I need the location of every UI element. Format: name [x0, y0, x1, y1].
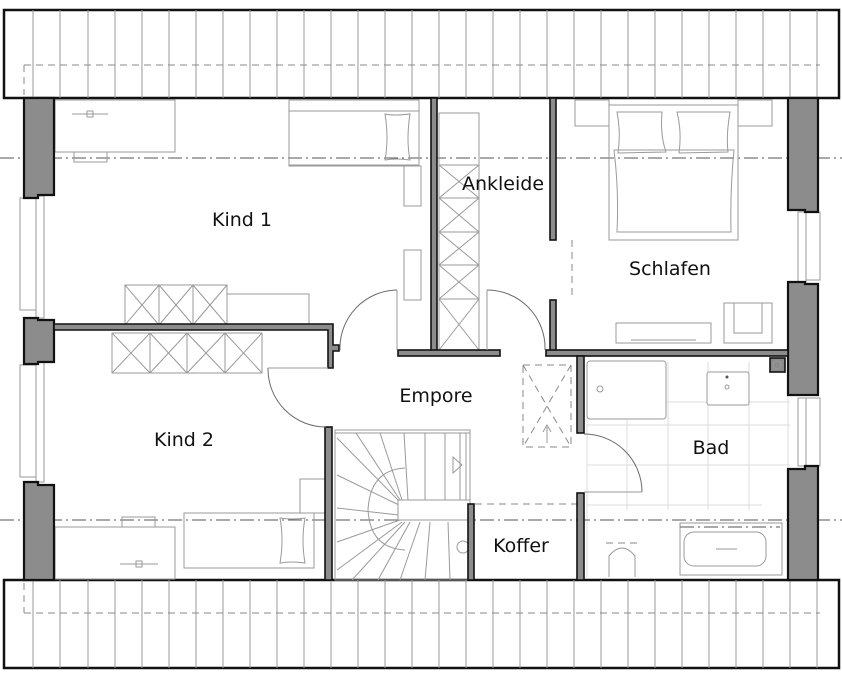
room-labels: Kind 1 Ankleide Schlafen Empore Kind 2 B… — [154, 173, 729, 557]
attic-hatch — [522, 364, 572, 448]
room-label-koffer: Koffer — [493, 535, 549, 557]
kind2-furniture — [54, 332, 326, 580]
staircase — [334, 429, 471, 581]
room-label-bad: Bad — [693, 437, 730, 459]
kind1-furniture — [54, 99, 422, 326]
exterior-walls — [22, 96, 820, 582]
room-label-kind2: Kind 2 — [154, 429, 214, 451]
room-label-ankleide: Ankleide — [462, 173, 544, 195]
room-label-empore: Empore — [399, 385, 472, 407]
schlafen-furniture — [571, 99, 773, 344]
room-label-schlafen: Schlafen — [629, 258, 711, 280]
roof-top — [2, 8, 841, 100]
roof-bottom — [2, 578, 841, 670]
door-swings — [267, 289, 643, 493]
bad-fixtures — [586, 357, 786, 577]
ankleide-wardrobe — [438, 112, 480, 351]
room-label-kind1: Kind 1 — [212, 209, 272, 231]
interior-walls — [53, 97, 789, 581]
